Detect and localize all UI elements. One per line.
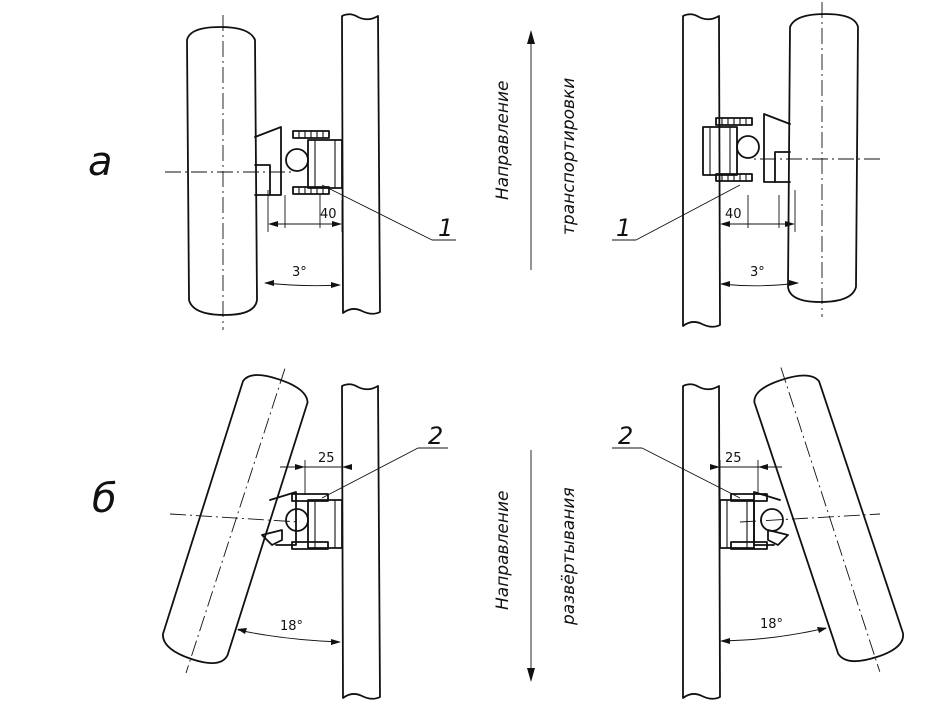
frame-beam-left-top [341,13,381,315]
dim-label-25-left: 25 [318,451,335,466]
leader-callout-2-right [612,447,741,499]
leader-callout-1-right [612,184,741,241]
direction-arrow-transport [527,30,535,270]
dim-label-40-left: 40 [320,207,337,222]
leader-callout-2-left [321,447,448,499]
dimension-25-right [710,460,782,500]
dim-label-3-right: 3° [750,265,765,280]
direction-text-transport-1: Направление [493,81,513,201]
dim-label-18-right: 18° [760,617,783,632]
wheel-assembly-left-bottom [162,368,343,674]
callout-2-right: 2 [618,422,633,450]
dimension-40-right [719,190,796,232]
dimension-40-left [267,190,343,232]
dimension-angle-left-bottom [237,628,341,645]
view-label-a: а [88,139,113,185]
dim-label-3-left: 3° [292,265,307,280]
direction-text-transport-2: транспортировки [559,78,579,235]
dimension-angle-left-top [264,280,341,288]
dimension-angle-right-bottom [720,627,827,644]
wheel-assembly-right-bottom [719,367,904,672]
frame-beam-right-bottom [682,383,721,700]
wheel-assembly-right-top [702,1,881,318]
dimension-25-left [280,460,352,500]
callout-1-right: 1 [616,214,631,242]
direction-text-deploy-1: Направление [493,491,513,611]
view-label-b: б [92,476,117,522]
dimension-angle-right-top [720,280,799,287]
leader-callout-1-left [321,184,456,241]
dim-label-40-right: 40 [725,207,742,222]
callout-1-left: 1 [438,214,453,242]
frame-beam-right-top [682,13,721,328]
direction-text-deploy-2: развёртывания [559,487,579,626]
direction-arrow-deploy [527,450,535,682]
wheel-assembly-left-top [164,14,343,331]
dim-label-18-left: 18° [280,619,303,634]
frame-beam-left-bottom [341,383,381,700]
callout-2-left: 2 [428,422,443,450]
dim-label-25-right: 25 [725,451,742,466]
